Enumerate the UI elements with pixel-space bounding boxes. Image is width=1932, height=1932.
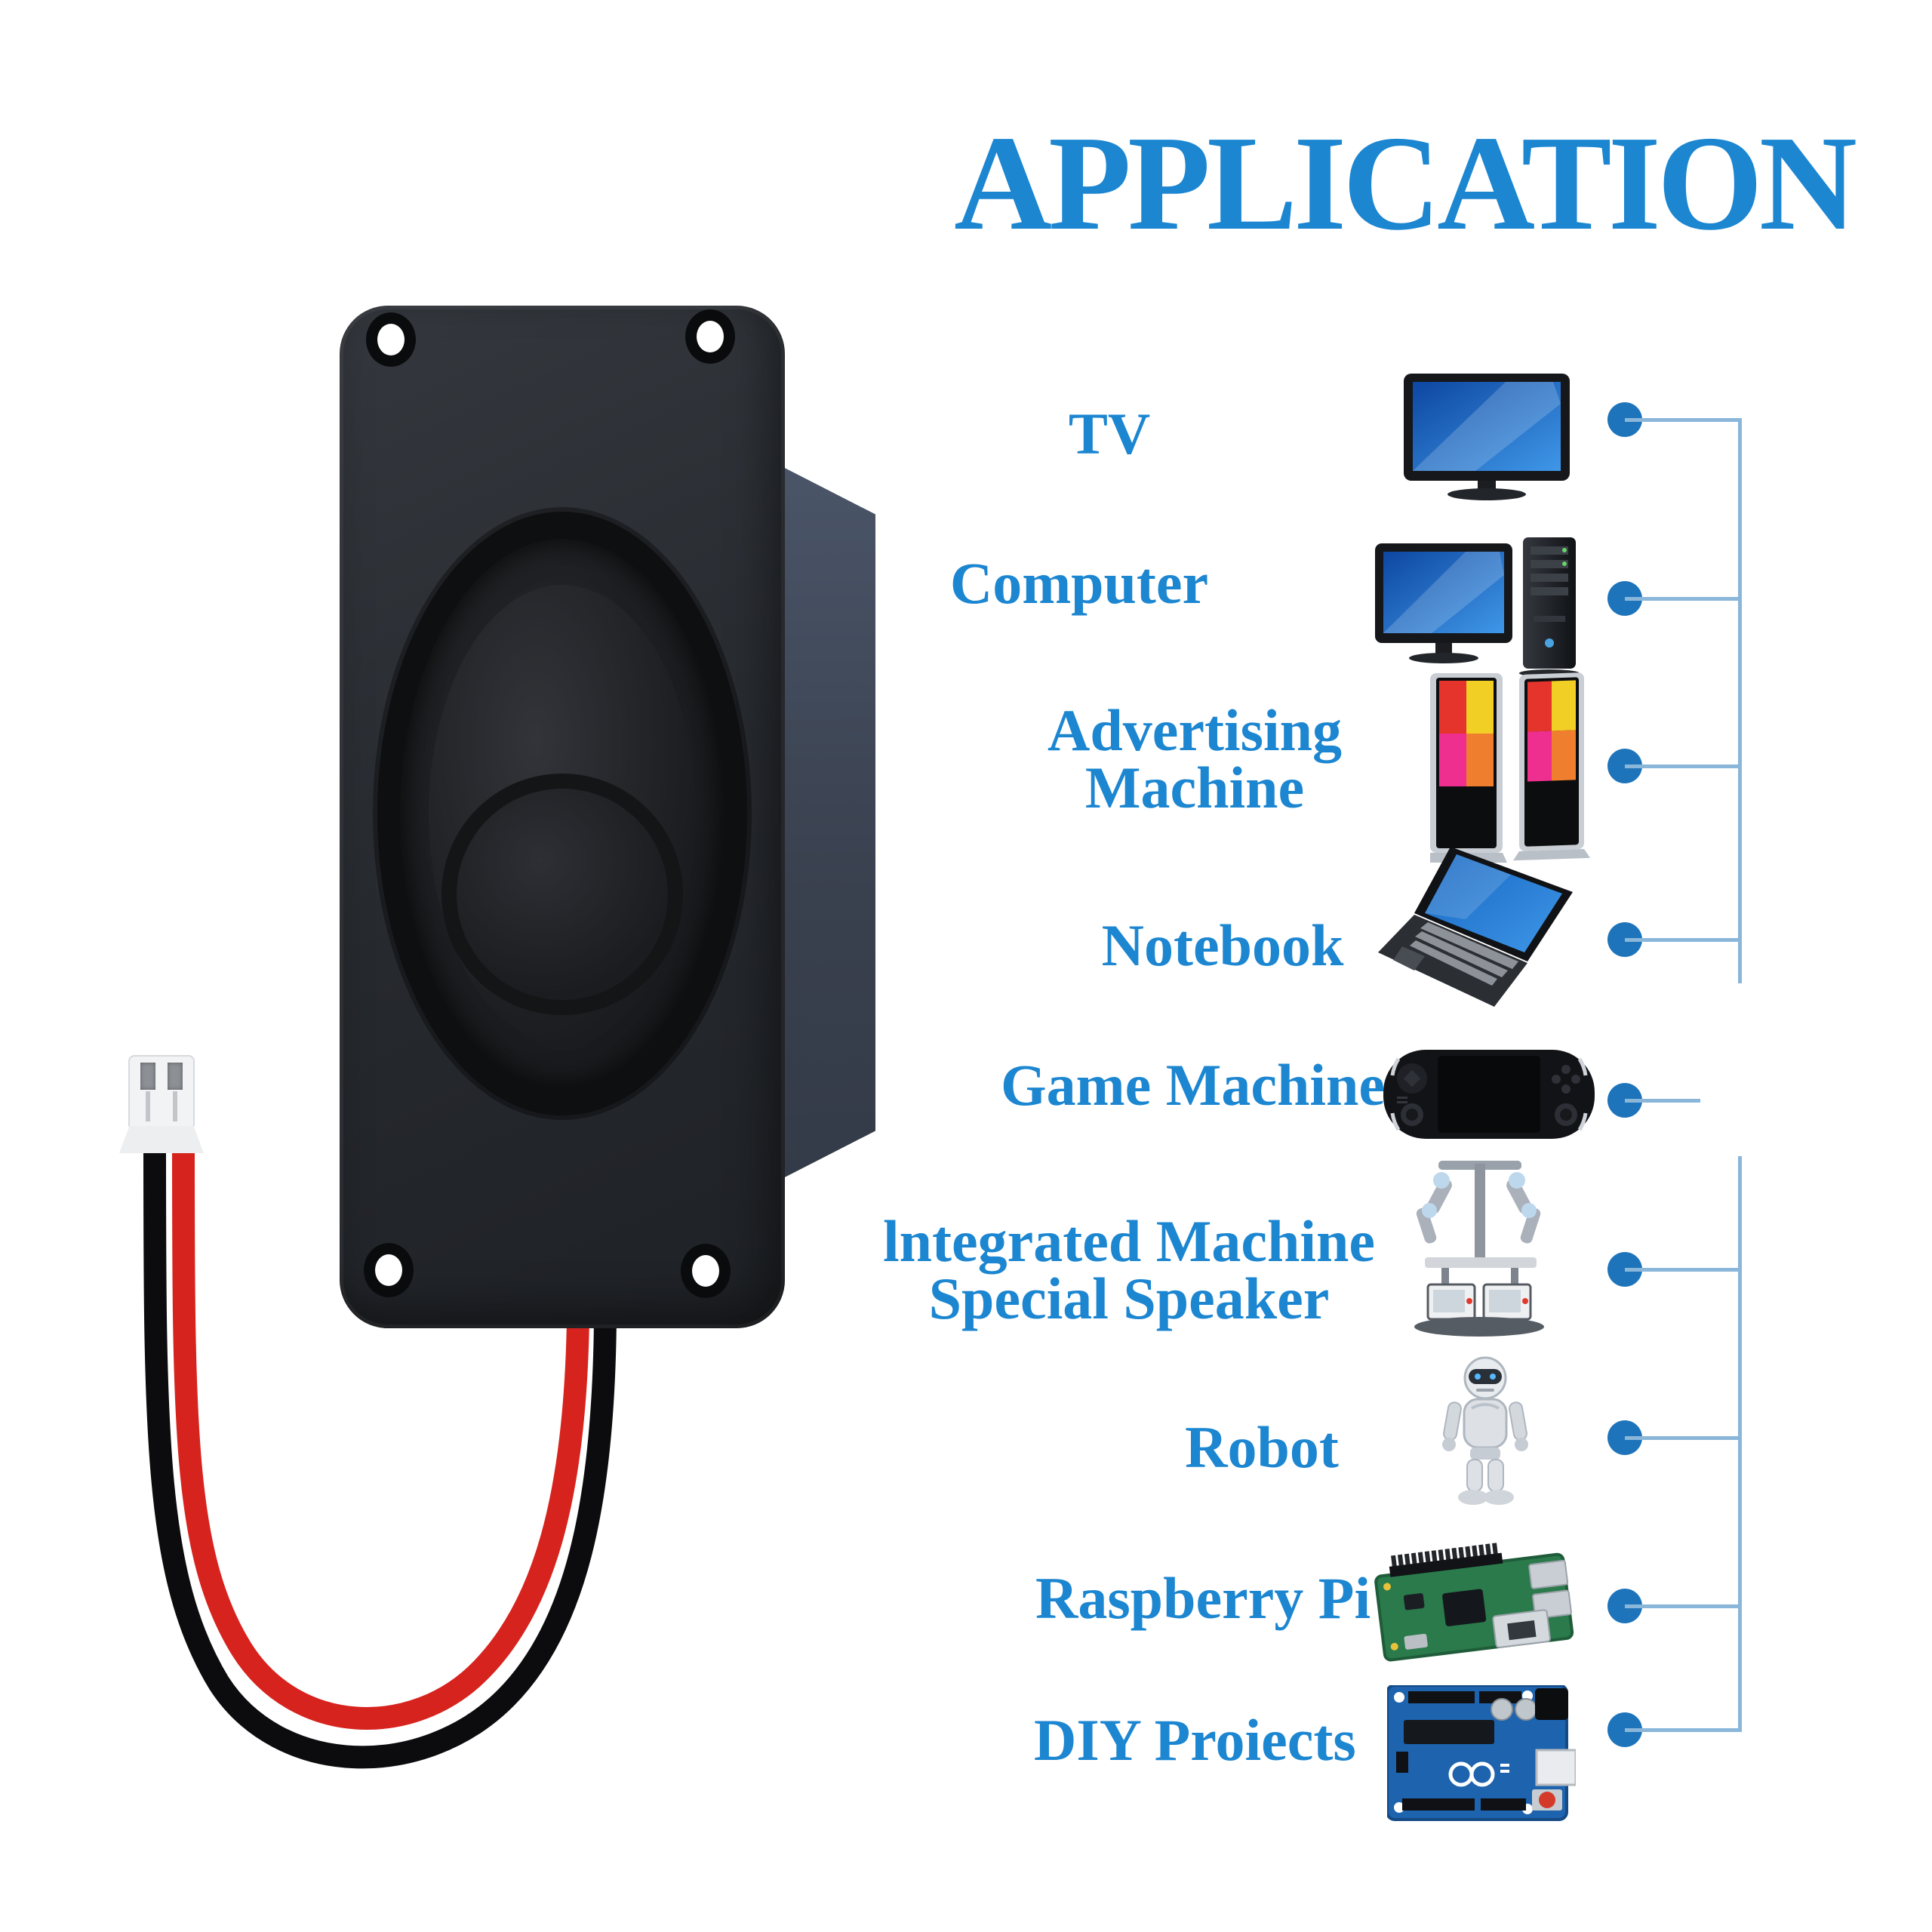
jst-connector: [128, 1055, 195, 1131]
jst-slot: [168, 1063, 183, 1090]
bracket-line-top-group: [1738, 418, 1742, 983]
jst-slot: [140, 1063, 155, 1090]
speaker-enclosure: [777, 464, 875, 1181]
jst-connector-flare: [119, 1126, 204, 1153]
red-wire: [172, 1135, 589, 1730]
black-wire: [143, 1135, 617, 1769]
screw-hole: [685, 309, 735, 364]
screw-hole: [366, 312, 416, 367]
page-title: APPLICATION: [954, 108, 1857, 258]
screw-hole: [681, 1244, 731, 1298]
speaker-dome: [457, 789, 668, 1000]
bracket-line-bottom-group: [1738, 1156, 1742, 1732]
jst-pin: [173, 1091, 177, 1121]
screw-hole: [364, 1243, 414, 1297]
jst-pin: [146, 1091, 150, 1121]
